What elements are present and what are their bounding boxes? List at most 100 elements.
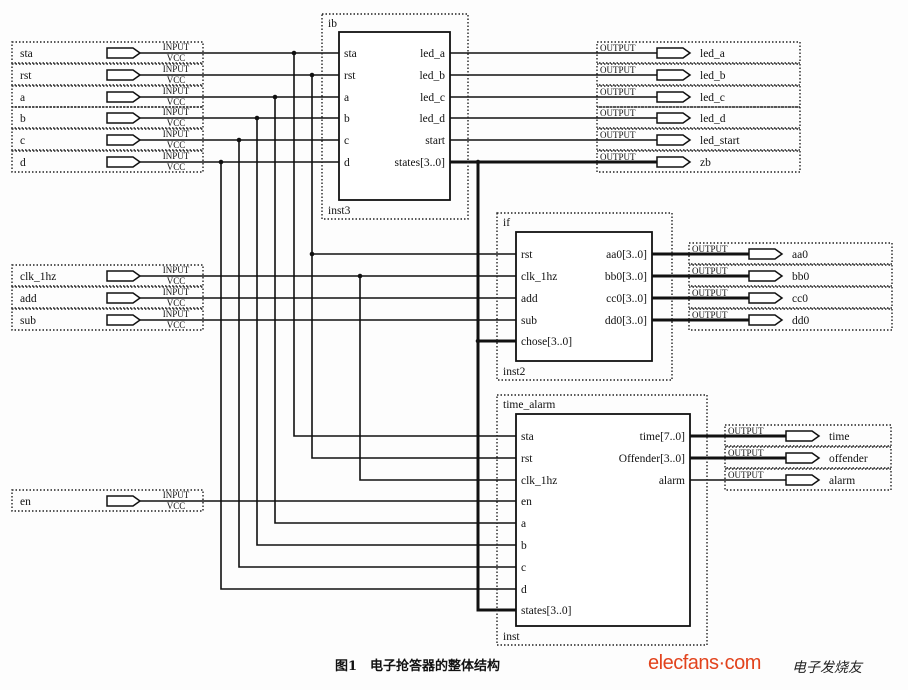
output-tag: OUTPUT xyxy=(692,266,728,276)
output-tag: OUTPUT xyxy=(728,470,764,480)
block-time-alarm-instance: inst xyxy=(503,631,520,643)
block-ib-title: ib xyxy=(328,18,337,30)
input-port: chose[3..0] xyxy=(521,336,572,348)
output-port: time[7..0] xyxy=(640,431,685,443)
output-pin-box xyxy=(688,264,893,287)
junction-dot xyxy=(475,338,481,344)
output-zb-label: zb xyxy=(700,157,711,169)
output-pin-box xyxy=(596,41,801,64)
output-port: Offender[3..0] xyxy=(619,453,685,465)
output-port: cc0[3..0] xyxy=(606,293,647,305)
output-pin-box xyxy=(688,308,893,331)
input-port: sub xyxy=(521,315,537,327)
junction-dot xyxy=(218,159,224,165)
wire xyxy=(238,140,516,568)
input-rst-label: rst xyxy=(20,70,32,82)
output-time-label: time xyxy=(829,431,849,443)
output-led_d-label: led_d xyxy=(700,113,726,125)
output-alarm-label: alarm xyxy=(829,475,855,487)
input-pin-icon xyxy=(106,156,142,168)
input-port: d xyxy=(521,584,527,596)
input-tag: INPUT xyxy=(163,287,190,297)
input-pin-box xyxy=(11,264,204,287)
wire xyxy=(220,162,516,590)
watermark-logo: elecfans·com xyxy=(648,652,761,674)
bus-wire xyxy=(476,162,516,612)
input-port: b xyxy=(344,113,350,125)
input-tag: INPUT xyxy=(163,129,190,139)
output-pin-icon xyxy=(656,69,692,81)
output-pin-icon xyxy=(748,270,784,282)
input-tag: INPUT xyxy=(163,86,190,96)
vcc-tag: VCC xyxy=(167,53,186,63)
input-tag: INPUT xyxy=(163,151,190,161)
input-clk_1hz-label: clk_1hz xyxy=(20,271,56,283)
output-led_start-label: led_start xyxy=(700,135,740,147)
input-pin-icon xyxy=(106,270,142,282)
output-port: led_a xyxy=(420,48,445,60)
output-pin-box xyxy=(596,150,801,173)
wire xyxy=(293,53,516,437)
output-tag: OUTPUT xyxy=(600,152,636,162)
input-pin-box xyxy=(11,489,204,512)
output-dd0-label: dd0 xyxy=(792,315,810,327)
output-pin-icon xyxy=(656,91,692,103)
input-pin-box xyxy=(11,41,204,64)
output-pin-icon xyxy=(748,248,784,260)
output-pin-box xyxy=(724,468,892,491)
input-tag: INPUT xyxy=(163,42,190,52)
wire xyxy=(311,75,516,459)
output-led_c-label: led_c xyxy=(700,92,725,104)
output-offender-label: offender xyxy=(829,453,868,465)
input-port: en xyxy=(521,496,532,508)
input-port: clk_1hz xyxy=(521,271,557,283)
output-pin-icon xyxy=(785,430,821,442)
junction-dot xyxy=(236,137,242,143)
junction-dot xyxy=(309,251,315,257)
output-pin-box xyxy=(596,128,801,151)
vcc-tag: VCC xyxy=(167,501,186,511)
input-pin-box xyxy=(11,128,204,151)
output-port: aa0[3..0] xyxy=(606,249,647,261)
input-d-label: d xyxy=(20,157,26,169)
input-pin-box xyxy=(11,286,204,309)
output-port: led_b xyxy=(419,70,445,82)
input-tag: INPUT xyxy=(163,490,190,500)
block-ib-instance: inst3 xyxy=(328,205,351,217)
output-port: states[3..0] xyxy=(395,157,445,169)
input-pin-box xyxy=(11,150,204,173)
junction-dot xyxy=(475,159,481,165)
output-port: bb0[3..0] xyxy=(605,271,647,283)
input-tag: INPUT xyxy=(163,107,190,117)
input-pin-icon xyxy=(106,134,142,146)
output-pin-icon xyxy=(785,452,821,464)
input-tag: INPUT xyxy=(163,64,190,74)
junction-dot xyxy=(309,72,315,78)
output-tag: OUTPUT xyxy=(692,244,728,254)
input-port: rst xyxy=(521,453,533,465)
output-pin-icon xyxy=(656,156,692,168)
input-port: sta xyxy=(344,48,357,60)
figure-caption: 图1 电子抢答器的整体结构 xyxy=(335,659,501,674)
wire xyxy=(274,97,516,524)
vcc-tag: VCC xyxy=(167,118,186,128)
block-time-alarm-title: time_alarm xyxy=(503,399,555,411)
input-port: c xyxy=(521,562,526,574)
vcc-tag: VCC xyxy=(167,162,186,172)
input-tag: INPUT xyxy=(163,265,190,275)
input-pin-icon xyxy=(106,292,142,304)
output-tag: OUTPUT xyxy=(600,87,636,97)
block-if-instance: inst2 xyxy=(503,366,526,378)
output-pin-icon xyxy=(656,134,692,146)
input-pin-box xyxy=(11,106,204,129)
input-tag: INPUT xyxy=(163,309,190,319)
input-port: a xyxy=(344,92,349,104)
output-pin-box xyxy=(596,63,801,86)
input-port: a xyxy=(521,518,526,530)
block-time-alarm-body xyxy=(515,413,691,627)
output-port: start xyxy=(425,135,446,147)
junction-dot xyxy=(272,94,278,100)
vcc-tag: VCC xyxy=(167,298,186,308)
input-add-label: add xyxy=(20,293,37,305)
input-c-label: c xyxy=(20,135,25,147)
